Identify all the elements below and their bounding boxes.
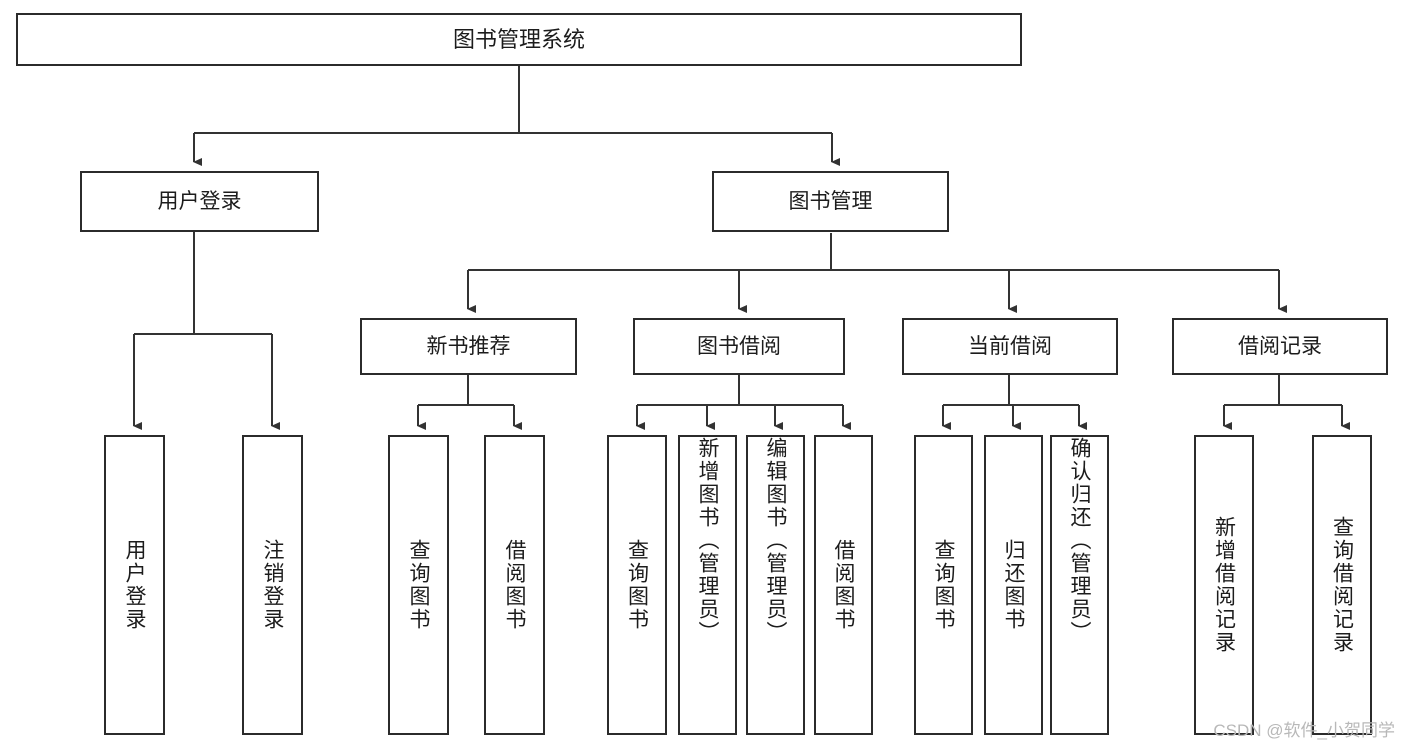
leaf-user-login-logout[interactable]: 注销登录 [242, 435, 303, 735]
node-user-login[interactable]: 用户登录 [80, 171, 319, 232]
watermark-text: CSDN @软件_小贺同学 [1213, 721, 1395, 740]
leaf-current-borrow-confirm-return[interactable]: 确认归还（管理员） [1050, 435, 1109, 735]
node-label: 查询图书 [932, 539, 955, 631]
node-label: 注销登录 [261, 539, 284, 631]
leaf-book-borrow-query[interactable]: 查询图书 [607, 435, 667, 735]
node-label: 当前借阅 [968, 334, 1052, 358]
leaf-current-borrow-query[interactable]: 查询图书 [914, 435, 973, 735]
node-current-borrow[interactable]: 当前借阅 [902, 318, 1118, 375]
node-label: 归还图书 [1002, 539, 1025, 631]
node-label: 查询图书 [407, 539, 430, 631]
node-label: 借阅图书 [503, 539, 526, 631]
node-label: 用户登录 [157, 189, 242, 213]
node-label: 编辑图书（管理员） [764, 437, 787, 644]
node-label: 借阅记录 [1238, 334, 1322, 358]
node-label: 图书借阅 [697, 334, 781, 358]
leaf-book-borrow-borrow[interactable]: 借阅图书 [814, 435, 873, 735]
node-root-book-management-system[interactable]: 图书管理系统 [16, 13, 1022, 66]
node-label: 查询图书 [625, 539, 649, 631]
leaf-borrow-record-add[interactable]: 新增借阅记录 [1194, 435, 1254, 735]
node-label: 图书管理系统 [452, 26, 585, 52]
node-label: 图书管理 [788, 189, 873, 213]
leaf-new-book-query[interactable]: 查询图书 [388, 435, 449, 735]
leaf-book-borrow-add[interactable]: 新增图书（管理员） [678, 435, 737, 735]
node-label: 新增图书（管理员） [696, 437, 719, 644]
node-label: 用户登录 [123, 539, 146, 631]
leaf-new-book-borrow[interactable]: 借阅图书 [484, 435, 545, 735]
node-book-management[interactable]: 图书管理 [712, 171, 949, 232]
node-label: 借阅图书 [832, 539, 855, 631]
node-label: 查询借阅记录 [1330, 516, 1354, 654]
node-book-borrow[interactable]: 图书借阅 [633, 318, 845, 375]
leaf-borrow-record-query[interactable]: 查询借阅记录 [1312, 435, 1372, 735]
node-new-book-recommend[interactable]: 新书推荐 [360, 318, 577, 375]
leaf-user-login-login[interactable]: 用户登录 [104, 435, 165, 735]
node-borrow-record[interactable]: 借阅记录 [1172, 318, 1388, 375]
leaf-current-borrow-return[interactable]: 归还图书 [984, 435, 1043, 735]
node-label: 确认归还（管理员） [1068, 437, 1091, 644]
leaf-book-borrow-edit[interactable]: 编辑图书（管理员） [746, 435, 805, 735]
node-label: 新书推荐 [426, 334, 511, 358]
node-label: 新增借阅记录 [1212, 516, 1236, 654]
